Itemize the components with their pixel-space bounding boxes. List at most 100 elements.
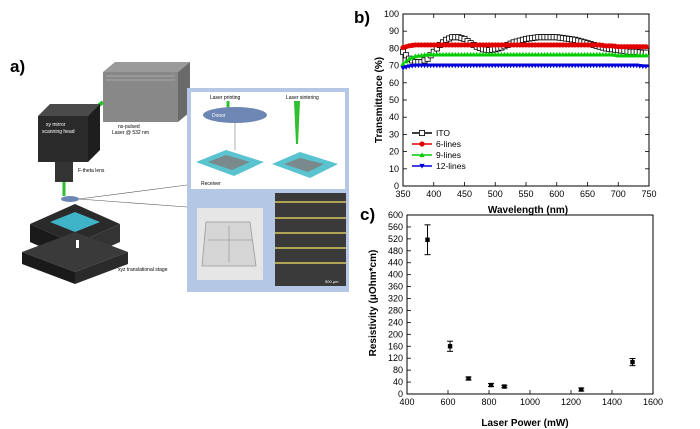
c-ytick-label: 0 bbox=[398, 389, 403, 399]
b-xlabel: Wavelength (nm) bbox=[488, 205, 568, 216]
transmittance-series bbox=[400, 34, 649, 71]
c-xtick-label: 1400 bbox=[602, 397, 622, 407]
b-xtick-label: 450 bbox=[457, 189, 472, 199]
micrograph bbox=[275, 193, 346, 286]
b-ytick-label: 30 bbox=[389, 129, 399, 139]
c-ytick-label: 160 bbox=[388, 341, 403, 351]
panel-label-c: c) bbox=[360, 205, 376, 224]
b-marker-9-lines bbox=[403, 58, 409, 64]
micrograph-lines bbox=[275, 201, 346, 264]
b-marker-12-lines bbox=[403, 65, 409, 70]
scalebar-label: 500 μm bbox=[325, 279, 339, 284]
c-marker bbox=[502, 384, 507, 389]
b-marker-6-lines bbox=[643, 44, 649, 50]
c-marker bbox=[466, 376, 471, 381]
translation-stage bbox=[22, 204, 128, 284]
b-series-6-lines bbox=[400, 42, 649, 51]
c-data-point bbox=[629, 357, 636, 367]
b-xtick-label: 700 bbox=[611, 189, 626, 199]
scanning-head-label-line2: scanning head bbox=[42, 129, 75, 135]
c-xtick-label: 400 bbox=[399, 397, 414, 407]
b-ytick-label: 0 bbox=[394, 181, 399, 191]
b-legend-label: 6-lines bbox=[436, 139, 461, 149]
c-xtick-label: 600 bbox=[440, 397, 455, 407]
resistivity-chart: 400 600 800 1000 1200 1400 1600 0 40 80 120 160 200 2… bbox=[368, 210, 663, 429]
inset-process-panel bbox=[191, 92, 345, 189]
b-marker-12-lines bbox=[643, 64, 649, 70]
b-legend-marker bbox=[419, 141, 425, 147]
b-series-ITO bbox=[400, 34, 649, 66]
b-xtick-label: 750 bbox=[641, 189, 656, 199]
b-marker-9-lines bbox=[400, 61, 406, 66]
c-data-point bbox=[465, 376, 472, 381]
c-xlabel: Laser Power (mW) bbox=[481, 418, 568, 429]
laser-label-line1: ns-pulsed bbox=[118, 124, 140, 130]
c-marker bbox=[630, 359, 635, 365]
c-ytick-label: 480 bbox=[388, 246, 403, 256]
c-xtick-label: 1000 bbox=[520, 397, 540, 407]
c-xtick-label: 1600 bbox=[643, 397, 663, 407]
b-legend-label: 9-lines bbox=[436, 150, 461, 160]
b-ytick-label: 60 bbox=[389, 78, 399, 88]
b-ytick-label: 50 bbox=[389, 95, 399, 105]
lens-label: F-theta lens bbox=[78, 168, 105, 174]
sintering-beam bbox=[294, 101, 300, 144]
c-marker bbox=[488, 382, 494, 388]
b-ytick-label: 40 bbox=[389, 112, 399, 122]
donor-substrate-small bbox=[61, 196, 79, 202]
c-ytick-label: 440 bbox=[388, 258, 403, 268]
c-ytick-label: 600 bbox=[388, 210, 403, 220]
c-xtick-label: 1200 bbox=[561, 397, 581, 407]
c-marker bbox=[579, 387, 584, 392]
c-ytick-label: 200 bbox=[388, 329, 403, 339]
b-marker-9-lines bbox=[609, 51, 615, 57]
donor-label: Donor bbox=[212, 113, 226, 119]
c-ylabel: Resistivity (μOhm*cm) bbox=[368, 250, 379, 357]
b-legend-marker bbox=[419, 163, 425, 169]
c-ytick-label: 240 bbox=[388, 317, 403, 327]
sintering-label: Laser sintering bbox=[286, 95, 319, 101]
b-marker-9-lines bbox=[643, 52, 649, 58]
b-xtick-label: 600 bbox=[549, 189, 564, 199]
b-marker-12-lines bbox=[409, 63, 415, 69]
b-series-9-lines bbox=[400, 51, 649, 66]
laser-box bbox=[103, 62, 190, 122]
b-marker-ITO bbox=[403, 52, 410, 59]
b-marker-9-lines bbox=[406, 56, 412, 61]
b-legend-label: 12-lines bbox=[436, 161, 466, 171]
b-xtick-label: 500 bbox=[488, 189, 503, 199]
b-ytick-label: 20 bbox=[389, 147, 399, 157]
c-data-point bbox=[424, 224, 431, 256]
b-marker-9-lines bbox=[612, 52, 618, 57]
stage-label: xyz translational stage bbox=[118, 267, 168, 273]
b-ytick-label: 100 bbox=[384, 9, 399, 19]
b-marker-9-lines bbox=[409, 54, 415, 60]
c-ytick-label: 80 bbox=[393, 365, 403, 375]
scanning-head-label-line1: xy mirror bbox=[46, 122, 66, 128]
b-legend-marker bbox=[419, 152, 425, 158]
b-ytick-label: 10 bbox=[389, 164, 399, 174]
b-xtick-label: 650 bbox=[580, 189, 595, 199]
receiver-label: Receiver bbox=[201, 181, 221, 187]
schematic-illustration: ns-pulsed Laser @ 532 nm xy mirror scann… bbox=[22, 62, 349, 292]
c-ytick-label: 40 bbox=[393, 377, 403, 387]
b-marker-12-lines bbox=[406, 64, 412, 70]
c-data-point bbox=[578, 387, 585, 392]
b-legend-label: ITO bbox=[436, 128, 450, 138]
b-legend-marker bbox=[419, 129, 426, 136]
c-ytick-label: 520 bbox=[388, 234, 403, 244]
c-marker bbox=[447, 344, 453, 349]
zoom-connector-top bbox=[78, 184, 188, 200]
b-xtick-label: 400 bbox=[426, 189, 441, 199]
donor-disk bbox=[203, 107, 267, 123]
b-xtick-label: 550 bbox=[518, 189, 533, 199]
c-ytick-label: 560 bbox=[388, 222, 403, 232]
c-data-point bbox=[447, 340, 454, 352]
c-ytick-label: 120 bbox=[388, 353, 403, 363]
c-xtick-label: 800 bbox=[481, 397, 496, 407]
laser-label-line2: Laser @ 532 nm bbox=[112, 130, 149, 136]
b-ylabel: Transmittance (%) bbox=[374, 57, 385, 143]
c-ytick-label: 360 bbox=[388, 282, 403, 292]
